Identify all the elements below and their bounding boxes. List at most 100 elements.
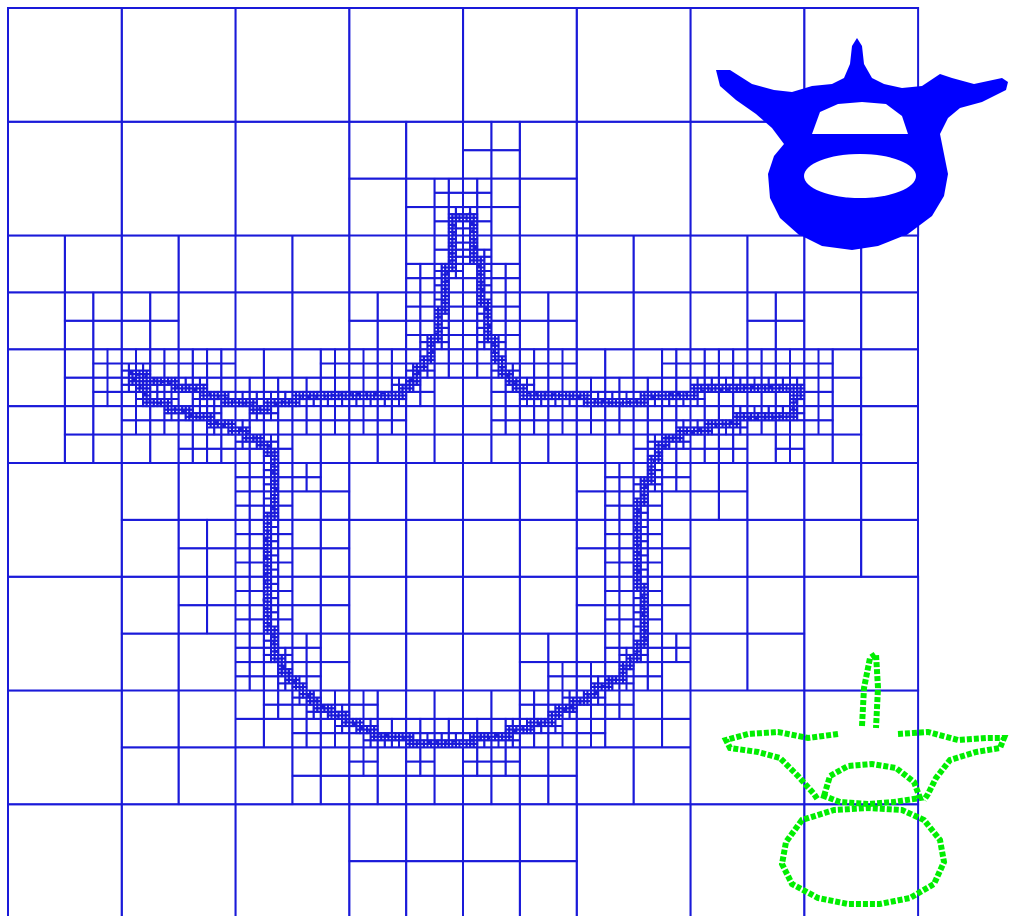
quadtree-cell bbox=[491, 278, 505, 292]
quadtree-cell bbox=[548, 733, 562, 747]
quadtree-cell bbox=[364, 364, 378, 378]
quadtree-cell bbox=[349, 435, 377, 463]
quadtree-cell bbox=[236, 747, 293, 804]
quadtree-cell bbox=[321, 691, 335, 705]
quadtree-cell bbox=[93, 378, 107, 392]
boundary-pixel bbox=[669, 393, 672, 396]
quadtree-cell bbox=[683, 442, 690, 449]
quadtree-cell bbox=[520, 861, 577, 916]
quadtree-cell bbox=[683, 420, 690, 427]
quadtree-cell bbox=[605, 563, 619, 577]
quadtree-cell bbox=[463, 228, 470, 235]
boundary-pixel bbox=[443, 299, 446, 302]
quadtree-cell bbox=[420, 762, 434, 776]
boundary-pixel bbox=[685, 391, 688, 394]
quadtree-cell bbox=[534, 733, 548, 747]
quadtree-cell bbox=[634, 719, 662, 747]
boundary-pixel bbox=[329, 711, 332, 714]
quadtree-cell bbox=[278, 491, 292, 505]
boundary-pixel bbox=[321, 705, 324, 708]
quadtree-cell bbox=[783, 378, 790, 385]
quadtree-cell bbox=[435, 292, 442, 299]
quadtree-cell bbox=[392, 364, 406, 378]
boundary-pixel bbox=[207, 419, 210, 422]
quadtree-cell bbox=[236, 619, 250, 633]
quadtree-cell bbox=[364, 762, 378, 776]
quadtree-cell bbox=[605, 520, 619, 534]
quadtree-cell bbox=[264, 463, 271, 470]
boundary-pixel bbox=[182, 411, 185, 414]
boundary-pixel bbox=[644, 485, 647, 488]
quadtree-cell bbox=[250, 491, 264, 505]
quadtree-cell bbox=[527, 385, 534, 392]
quadtree-cell bbox=[577, 676, 591, 690]
quadtree-cell bbox=[278, 520, 292, 534]
quadtree-cell bbox=[335, 733, 349, 747]
quadtree-cell bbox=[506, 321, 520, 335]
quadtree-cell bbox=[221, 449, 235, 463]
boundary-pixel bbox=[444, 289, 447, 292]
quadtree-cell bbox=[321, 378, 335, 392]
quadtree-cell bbox=[691, 349, 705, 363]
quadtree-cell bbox=[406, 307, 420, 321]
quadtree-cell bbox=[164, 364, 178, 378]
quadtree-cell bbox=[406, 278, 420, 292]
quadtree-cell bbox=[463, 257, 470, 264]
boundary-pixel bbox=[638, 570, 641, 573]
quadtree-cell bbox=[179, 349, 193, 363]
boundary-pixel bbox=[129, 371, 132, 374]
quadtree-cell bbox=[278, 463, 292, 477]
quadtree-cell bbox=[762, 406, 769, 413]
quadtree-cell bbox=[819, 349, 833, 363]
quadtree-cell bbox=[307, 719, 321, 733]
quadtree-cell bbox=[278, 406, 292, 420]
quadtree-cell bbox=[292, 747, 320, 775]
quadtree-cell bbox=[420, 307, 434, 321]
quadtree-cell bbox=[420, 321, 434, 335]
quadtree-cell bbox=[264, 392, 271, 399]
quadtree-cell bbox=[463, 264, 477, 278]
quadtree-cell bbox=[406, 747, 420, 761]
quadtree-cell bbox=[776, 449, 790, 463]
boundary-pixel bbox=[792, 407, 795, 410]
quadtree-cell bbox=[662, 662, 690, 690]
quadtree-cell bbox=[236, 563, 250, 577]
quadtree-cell bbox=[207, 605, 235, 633]
boundary-pixel bbox=[265, 539, 268, 542]
quadtree-cell bbox=[648, 591, 662, 605]
boundary-pixel bbox=[223, 424, 226, 427]
quadtree-cell bbox=[292, 477, 306, 491]
boundary-pixel bbox=[629, 660, 632, 663]
boundary-pixel bbox=[789, 415, 792, 418]
quadtree-cell bbox=[420, 342, 427, 349]
quadtree-cell bbox=[520, 804, 577, 861]
quadtree-cell bbox=[278, 563, 292, 577]
quadtree-cell bbox=[477, 179, 491, 193]
quadtree-cell bbox=[456, 250, 463, 257]
quadtree-cell bbox=[776, 420, 790, 434]
boundary-pixel bbox=[691, 431, 694, 434]
quadtree-cell bbox=[278, 591, 292, 605]
quadtree-cell bbox=[563, 719, 577, 733]
quadtree-cell bbox=[349, 747, 363, 761]
quadtree-cell bbox=[420, 719, 434, 733]
quadtree-cell bbox=[406, 364, 413, 371]
quadtree-cell bbox=[406, 264, 420, 278]
quadtree-cell bbox=[705, 378, 712, 385]
quadtree-cell bbox=[605, 548, 619, 562]
quadtree-cell bbox=[463, 150, 491, 178]
boundary-pixel bbox=[642, 613, 645, 616]
boundary-pixel bbox=[484, 307, 487, 310]
quadtree-cell bbox=[406, 371, 413, 378]
quadtree-cell bbox=[740, 406, 747, 413]
quadtree-cell bbox=[719, 449, 733, 463]
quadtree-cell bbox=[179, 420, 193, 434]
quadtree-cell bbox=[449, 349, 463, 363]
quadtree-cell bbox=[364, 705, 378, 719]
quadtree-cell bbox=[506, 264, 520, 278]
boundary-pixel bbox=[365, 392, 368, 395]
quadtree-cell bbox=[122, 349, 136, 363]
quadtree-cell bbox=[648, 449, 655, 456]
quadtree-cell bbox=[164, 385, 171, 392]
quadtree-cell bbox=[349, 776, 377, 804]
